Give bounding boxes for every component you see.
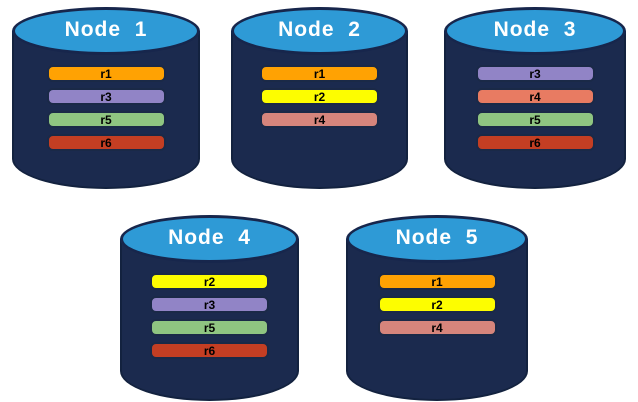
replica-bar: r1	[377, 273, 497, 290]
node-3-replica-list: r3 r4 r5 r6	[444, 65, 626, 151]
node-4-cylinder-top: Node 4	[120, 215, 299, 263]
replica-bar: r1	[46, 65, 166, 82]
node-3-cylinder: Node 3 r3 r4 r5 r6	[444, 7, 626, 189]
node-3-title: Node 3	[493, 18, 577, 41]
replica-bar: r5	[475, 111, 595, 128]
replica-bar: r2	[377, 296, 497, 313]
replica-bar: r5	[150, 319, 269, 336]
node-5-title: Node 5	[395, 226, 479, 249]
node-2-cylinder-body	[231, 31, 408, 189]
node-3-cylinder-top: Node 3	[444, 7, 626, 55]
replica-bar: r5	[46, 111, 166, 128]
node-1-cylinder: Node 1 r1 r3 r5 r6	[12, 7, 200, 189]
replica-bar: r2	[260, 88, 379, 105]
node-5-replica-list: r1 r2 r4	[346, 273, 528, 336]
node-4-cylinder: Node 4 r2 r3 r5 r6	[120, 215, 299, 401]
node-4-title: Node 4	[168, 226, 251, 249]
replica-bar: r3	[150, 296, 269, 313]
replica-bar: r2	[150, 273, 269, 290]
replica-bar: r4	[260, 111, 379, 128]
replica-bar: r1	[260, 65, 379, 82]
replica-bar: r6	[46, 134, 166, 151]
replica-bar: r6	[150, 342, 269, 359]
replica-bar: r4	[475, 88, 595, 105]
replica-bar: r6	[475, 134, 595, 151]
node-2-replica-list: r1 r2 r4	[231, 65, 408, 128]
node-3-cylinder-body	[444, 31, 626, 189]
node-1-replica-list: r1 r3 r5 r6	[12, 65, 200, 151]
node-5-cylinder: Node 5 r1 r2 r4	[346, 215, 528, 401]
node-4-replica-list: r2 r3 r5 r6	[120, 273, 299, 359]
replica-bar: r3	[475, 65, 595, 82]
node-2-cylinder-top: Node 2	[231, 7, 408, 55]
replica-bar: r4	[377, 319, 497, 336]
node-1-title: Node 1	[64, 18, 148, 41]
node-1-cylinder-top: Node 1	[12, 7, 200, 55]
node-2-cylinder: Node 2 r1 r2 r4	[231, 7, 408, 189]
node-5-cylinder-top: Node 5	[346, 215, 528, 263]
replica-bar: r3	[46, 88, 166, 105]
node-2-title: Node 2	[278, 18, 361, 41]
